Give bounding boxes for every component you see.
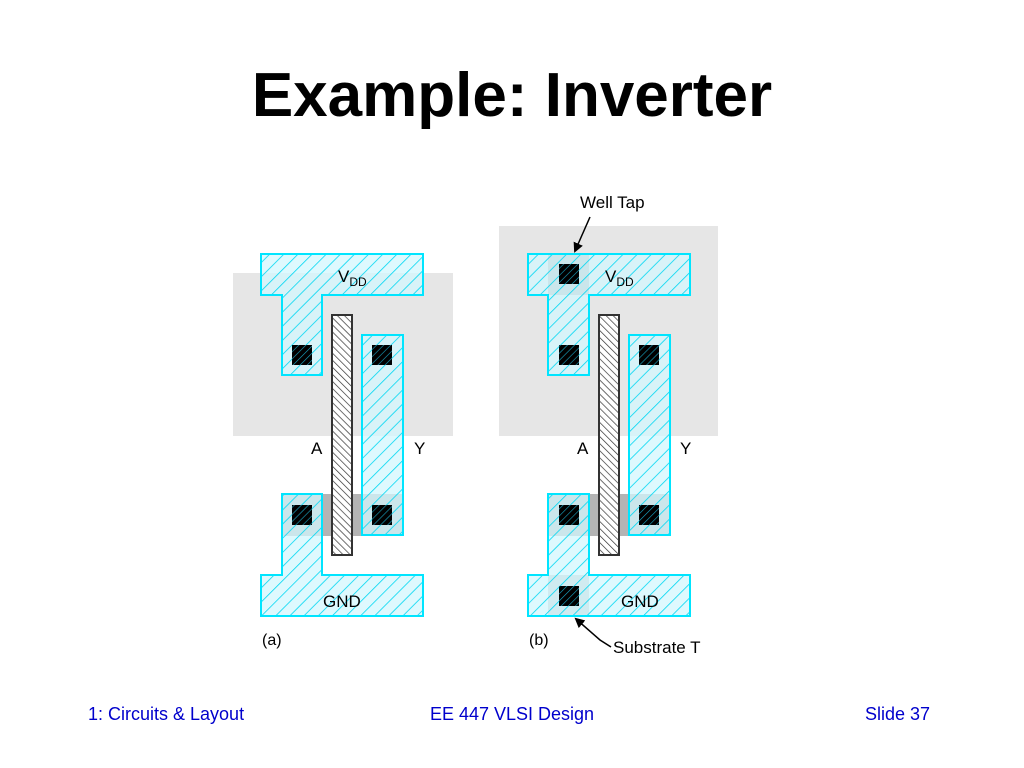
- vdd-metal-a: [260, 253, 424, 376]
- caption-a: (a): [262, 632, 282, 649]
- vdd-label-sub-a: DD: [349, 275, 367, 289]
- layout-b: VDD GND A Y (b) Well Tap Substrate T: [499, 193, 718, 657]
- poly-gate-a: [331, 314, 353, 556]
- vdd-label-a: VDD: [338, 267, 367, 289]
- vdd-label-sub-b: DD: [616, 275, 634, 289]
- slide-title: Example: Inverter: [251, 61, 773, 130]
- caption-b: (b): [529, 632, 549, 649]
- contact-well-tap-b: [559, 264, 579, 284]
- substrate-tap-arrow: [574, 617, 612, 648]
- contact-out-top-a: [372, 345, 392, 365]
- gnd-label-a: GND: [323, 592, 361, 611]
- input-label-a: A: [311, 439, 323, 458]
- gnd-label-b: GND: [621, 592, 659, 611]
- output-metal-a: [361, 334, 404, 536]
- poly-gate-b: [598, 314, 620, 556]
- vdd-label-b: VDD: [605, 267, 634, 289]
- contact-out-bottom-b: [639, 505, 659, 525]
- contact-gnd-b: [559, 505, 579, 525]
- well-tap-label: Well Tap: [580, 193, 645, 212]
- contact-gnd-a: [292, 505, 312, 525]
- vdd-metal-b: [527, 253, 691, 376]
- layout-a: VDD GND A Y (a): [233, 253, 453, 649]
- vdd-label-main-a: V: [338, 267, 350, 286]
- well-tap-arrow: [573, 216, 591, 253]
- output-label-a: Y: [414, 439, 425, 458]
- contact-out-bottom-a: [372, 505, 392, 525]
- footer-slide-number: Slide 37: [865, 704, 931, 724]
- output-metal-b: [628, 334, 671, 536]
- output-label-b: Y: [680, 439, 691, 458]
- vdd-label-main-b: V: [605, 267, 617, 286]
- contact-vdd-b: [559, 345, 579, 365]
- footer-course-title: EE 447 VLSI Design: [429, 704, 595, 724]
- input-label-b: A: [577, 439, 589, 458]
- substrate-tap-label: Substrate T: [613, 638, 701, 657]
- footer-course-section: 1: Circuits & Layout: [88, 704, 245, 724]
- contact-out-top-b: [639, 345, 659, 365]
- contact-substrate-tap-b: [559, 586, 579, 606]
- contact-vdd-a: [292, 345, 312, 365]
